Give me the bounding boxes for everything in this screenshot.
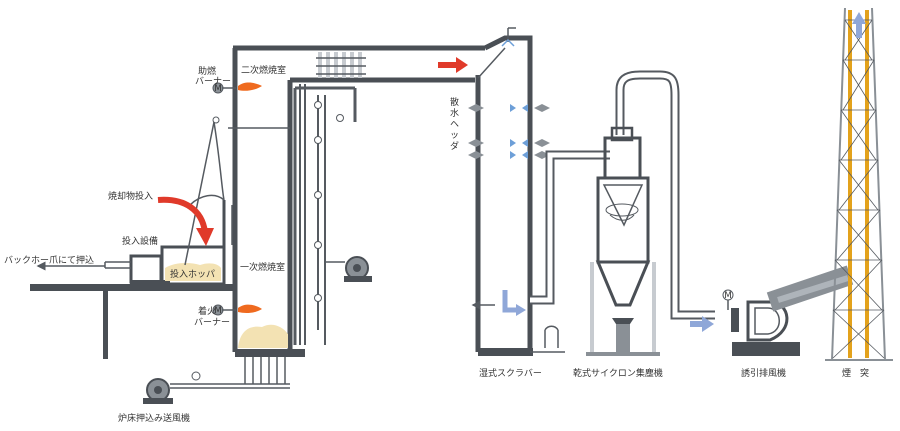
flow-arrow-icon xyxy=(856,22,862,38)
aux-burner-label-2: バーナー xyxy=(195,76,231,87)
input-hopper-label: 投入ホッパ xyxy=(170,268,215,280)
ignition-burner-label-1: 着火 xyxy=(198,305,216,317)
secondary-chamber-label: 二次燃焼室 xyxy=(241,64,286,76)
svg-text:M: M xyxy=(214,306,221,316)
chimney-label: 煙 突 xyxy=(842,367,869,379)
side-blower xyxy=(325,256,372,282)
clean-gas-arrow-1 xyxy=(690,316,714,332)
svg-text:ダ: ダ xyxy=(450,140,459,152)
chimney xyxy=(825,7,893,361)
input-equipment-label: 投入設備 xyxy=(122,235,158,247)
floor-push-blower-label: 炉床押込み送風機 xyxy=(118,412,190,424)
input-hopper xyxy=(36,116,233,286)
flow-arrow-icon xyxy=(157,196,208,233)
svg-text:散: 散 xyxy=(450,96,459,108)
motor-icon xyxy=(191,371,201,381)
auxiliary-burner: M xyxy=(212,82,262,94)
floor-air-nozzles xyxy=(244,357,286,384)
svg-text:ヘ: ヘ xyxy=(450,120,459,130)
floor-push-blower xyxy=(143,371,290,404)
svg-text:M: M xyxy=(724,291,731,301)
induced-draft-fan: M xyxy=(722,265,854,356)
ignition-burner-label-2: バーナー xyxy=(194,317,230,328)
svg-text:M: M xyxy=(214,84,221,94)
backhoe-push-label: バックホー爪にて押込 xyxy=(4,254,94,266)
secondary-air-tubes xyxy=(316,52,366,78)
hot-gas-arrow xyxy=(438,57,468,73)
flame-icon xyxy=(238,82,262,91)
ignition-burner: M xyxy=(212,304,262,316)
pipe-motors xyxy=(314,101,344,302)
combustion-chamber xyxy=(228,45,485,384)
aux-burner-label-1: 助燃 xyxy=(198,65,216,77)
svg-text:水: 水 xyxy=(450,107,459,119)
incineration-input-label: 焼却物投入 xyxy=(108,190,153,202)
primary-chamber-label: 一次燃焼室 xyxy=(240,261,285,273)
svg-text:ッ: ッ xyxy=(450,131,459,141)
flame-icon xyxy=(238,304,262,313)
flow-arrow-icon xyxy=(502,290,518,313)
induced-draft-fan-label: 誘引排風機 xyxy=(741,367,786,379)
wet-scrubber-label: 湿式スクラバー xyxy=(479,367,542,379)
water-spray-header-label: 散 水 ヘ ッ ダ xyxy=(450,96,459,152)
spray-nozzle-icon xyxy=(501,38,515,47)
side-pipe-bundle xyxy=(293,84,357,345)
dry-cyclone xyxy=(586,70,715,356)
dry-cyclone-label: 乾式サイクロン集塵機 xyxy=(573,367,663,379)
